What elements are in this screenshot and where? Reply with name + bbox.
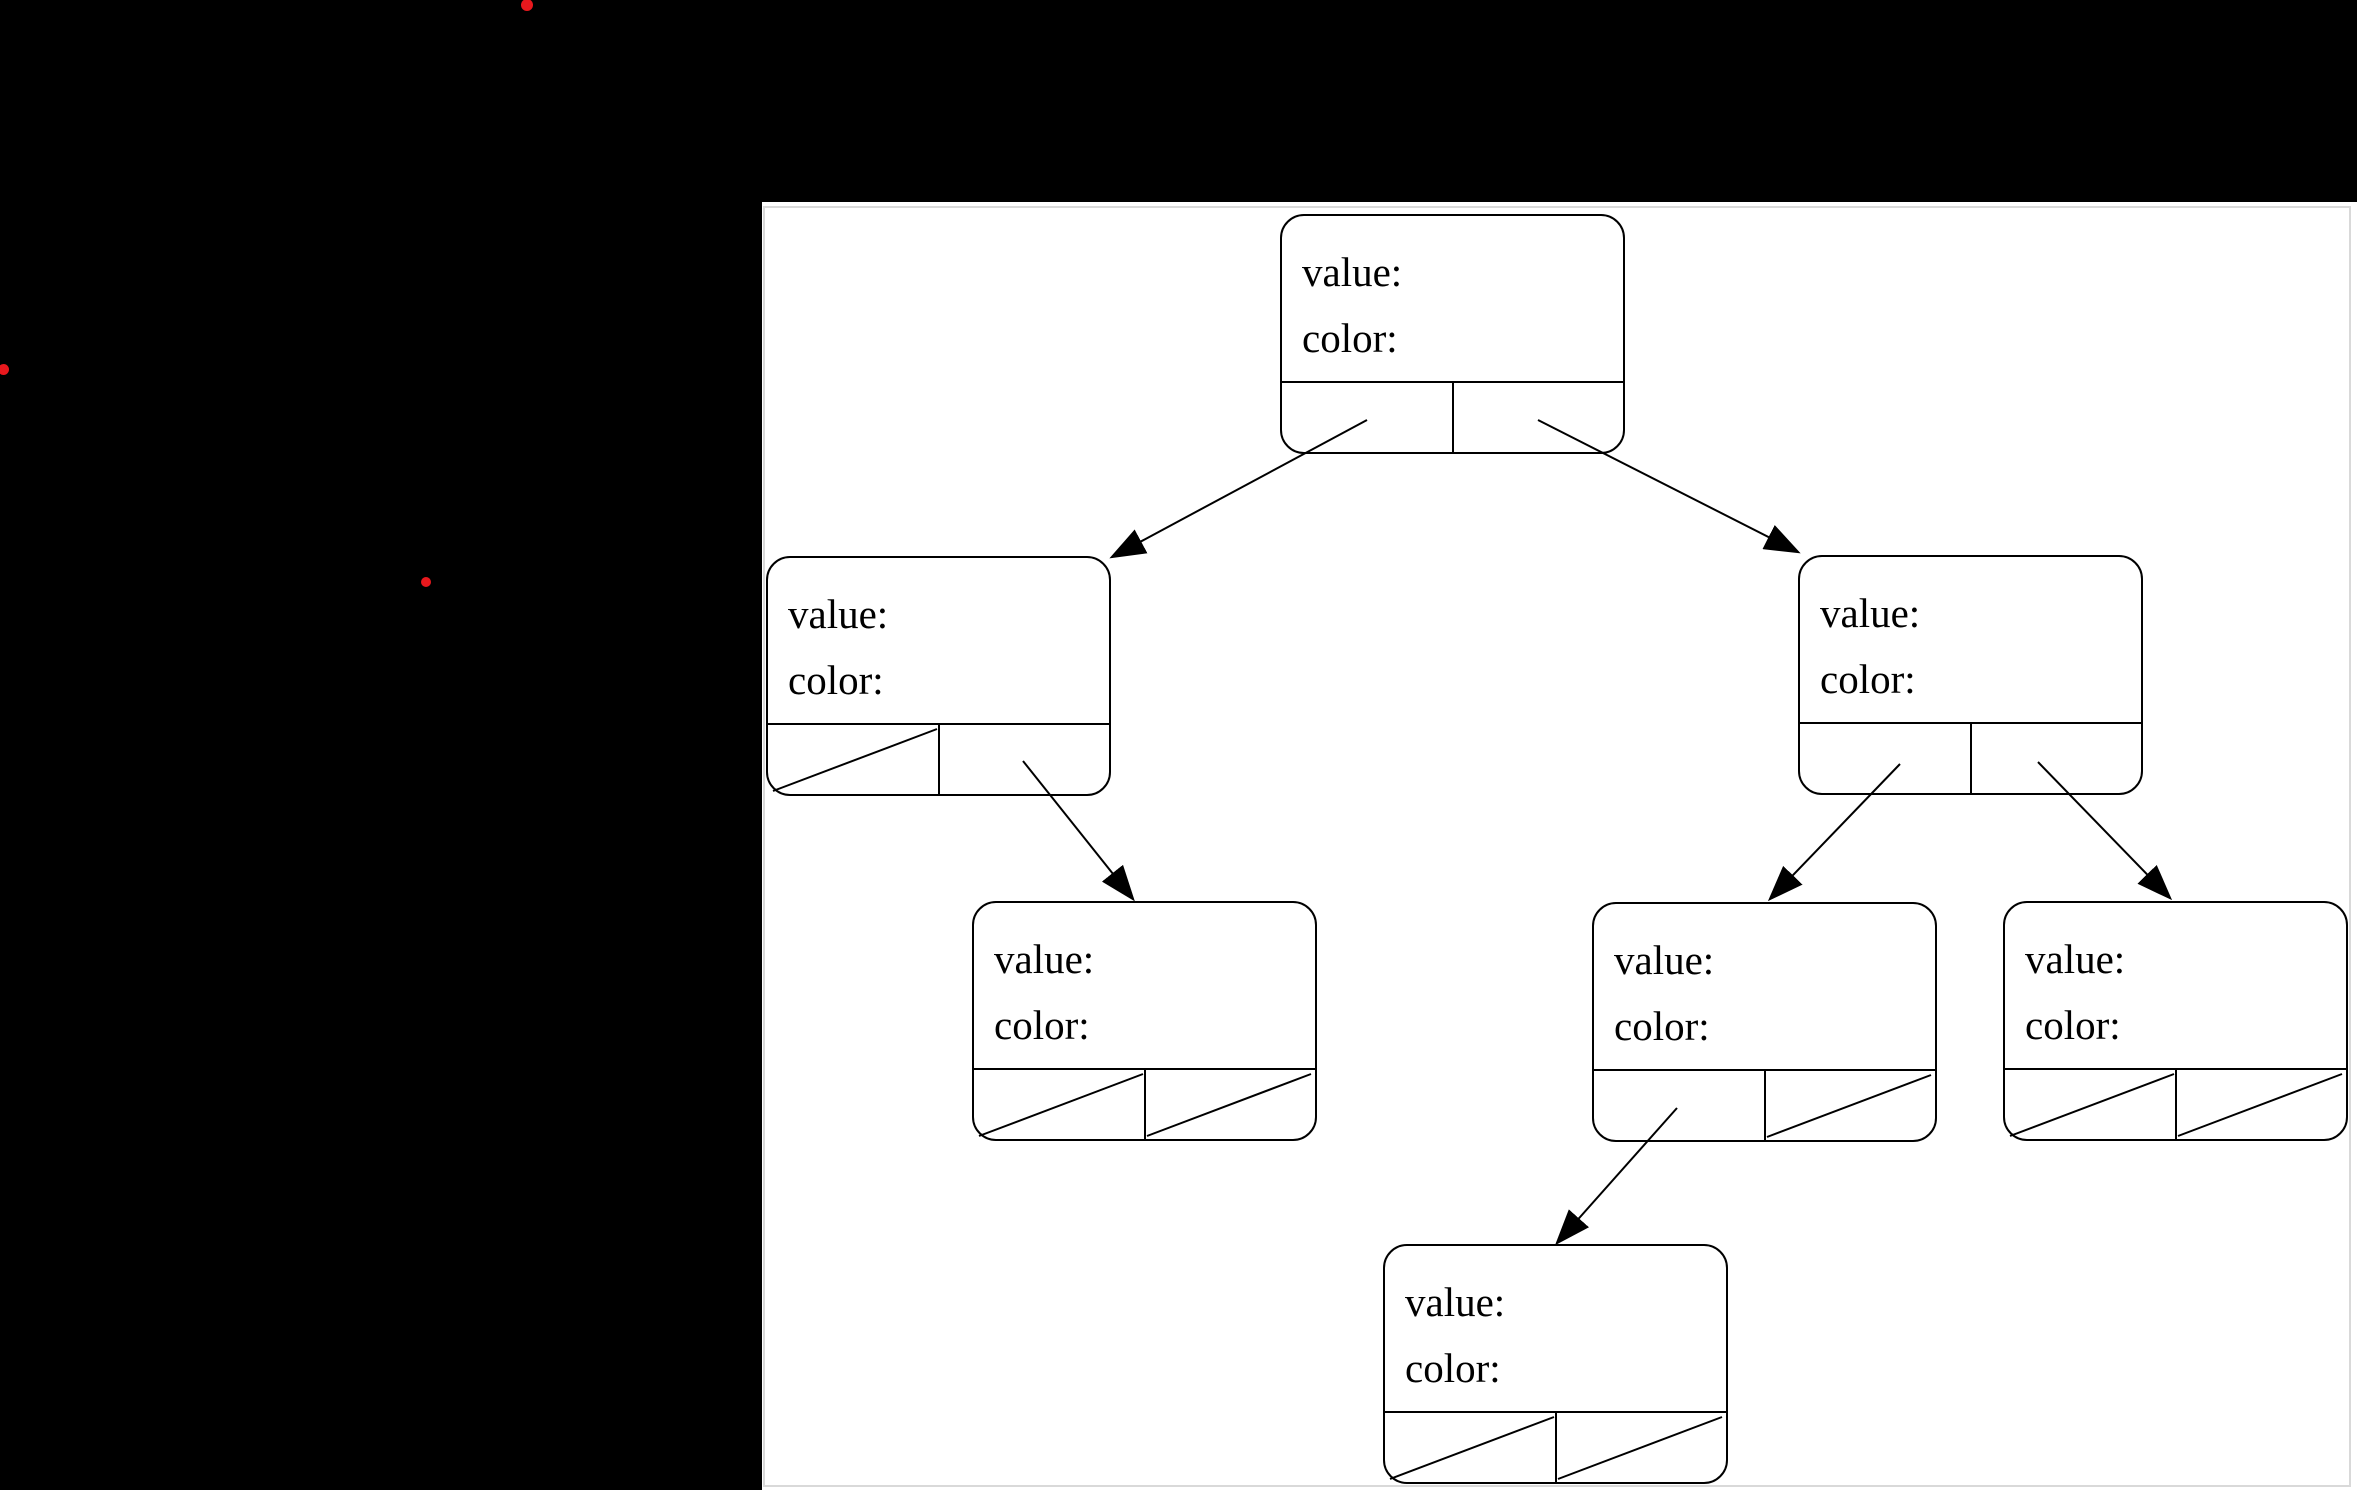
red-dot-top: [521, 0, 533, 11]
pointer-row: [1800, 722, 2141, 793]
right-pointer-cell: [2174, 1070, 2347, 1139]
tree-node-right-grandchild: value: color:: [2003, 901, 2348, 1141]
value-label: value:: [994, 936, 1095, 982]
tree-node-middle-grandchild: value: color:: [1592, 902, 1937, 1142]
canvas-frame: [763, 206, 2351, 1487]
left-pointer-cell: [1385, 1413, 1555, 1482]
left-pointer-cell: [1800, 724, 1970, 793]
pointer-row: [1594, 1069, 1935, 1140]
left-pointer-cell: [2005, 1070, 2175, 1139]
color-label: color:: [1614, 1003, 1710, 1049]
pointer-row: [974, 1068, 1315, 1139]
color-label: color:: [994, 1002, 1090, 1048]
value-label: value:: [1820, 590, 1921, 636]
left-pointer-cell: [1594, 1071, 1764, 1140]
right-pointer-cell: [937, 725, 1110, 794]
tree-node-left-grandchild: value: color:: [972, 901, 1317, 1141]
color-label: color:: [2025, 1002, 2121, 1048]
color-label: color:: [1820, 656, 1916, 702]
red-dot-left: [0, 364, 9, 375]
tree-node-right-child: value: color:: [1798, 555, 2143, 795]
left-pointer-cell: [768, 725, 938, 794]
pointer-row: [1385, 1411, 1726, 1482]
tree-node-great-grandchild: value: color:: [1383, 1244, 1728, 1484]
right-pointer-cell: [1554, 1413, 1727, 1482]
color-label: color:: [1302, 315, 1398, 361]
tree-node-root: value: color:: [1280, 214, 1625, 454]
value-label: value:: [1614, 937, 1715, 983]
right-pointer-cell: [1763, 1071, 1936, 1140]
value-label: value:: [2025, 936, 2126, 982]
value-label: value:: [1405, 1279, 1506, 1325]
pointer-row: [1282, 381, 1623, 452]
red-dot-middle: [421, 577, 431, 587]
value-label: value:: [788, 591, 889, 637]
value-label: value:: [1302, 249, 1403, 295]
pointer-row: [2005, 1068, 2346, 1139]
left-pointer-cell: [974, 1070, 1144, 1139]
color-label: color:: [788, 657, 884, 703]
tree-node-left-child: value: color:: [766, 556, 1111, 796]
pointer-row: [768, 723, 1109, 794]
color-label: color:: [1405, 1345, 1501, 1391]
right-pointer-cell: [1143, 1070, 1316, 1139]
right-pointer-cell: [1451, 383, 1624, 452]
left-pointer-cell: [1282, 383, 1452, 452]
right-pointer-cell: [1969, 724, 2142, 793]
